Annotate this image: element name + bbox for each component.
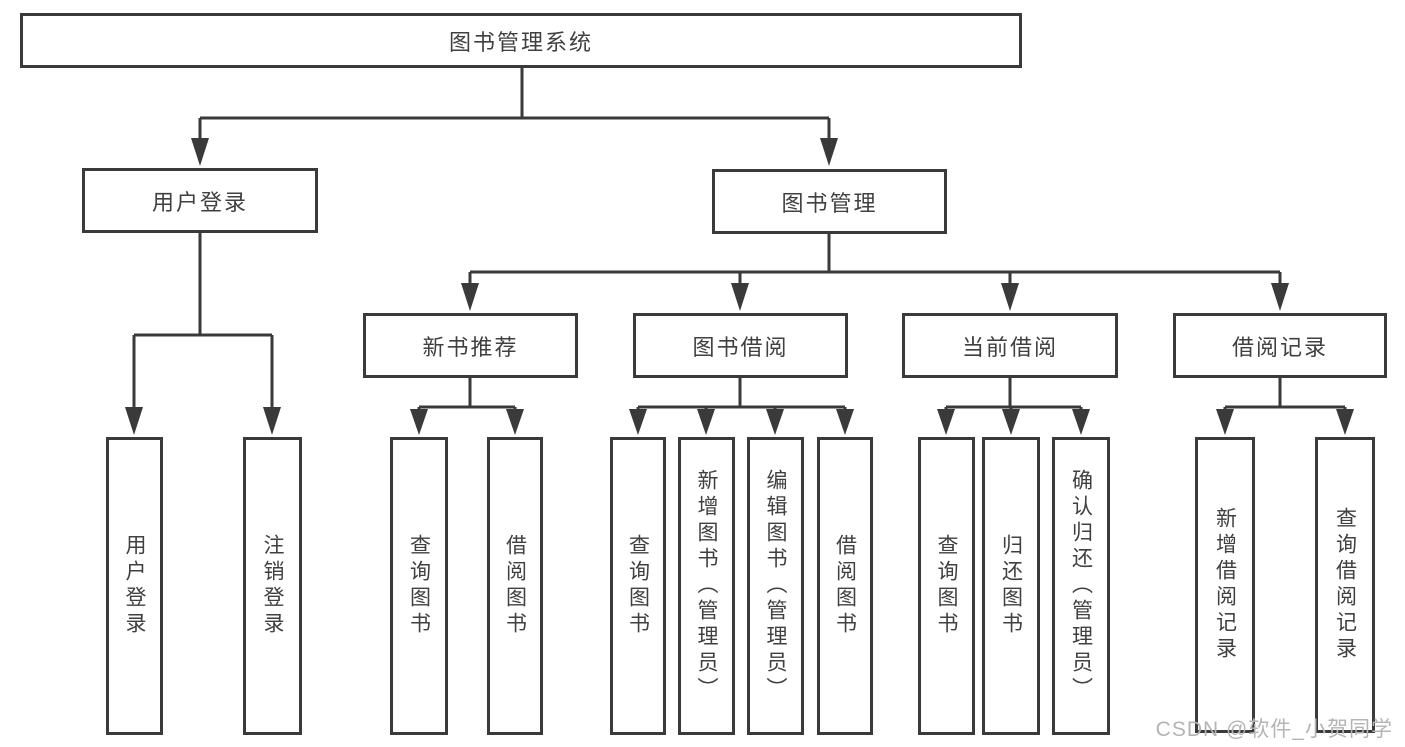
connector-records-to-leaves — [1216, 378, 1354, 435]
node-current-borrow: 当前借阅 — [902, 313, 1118, 378]
leaf-newbooks-borrow-book: 借阅图书 — [487, 437, 543, 735]
leaf-borrow-query-book: 查询图书 — [610, 437, 666, 735]
leaf-current-confirm-return-admin: 确认归还（管理员） — [1052, 437, 1110, 735]
node-root: 图书管理系统 — [20, 13, 1022, 68]
connector-login-to-leaves — [125, 233, 281, 435]
leaf-borrow-add-book-admin: 新增图书（管理员） — [678, 437, 735, 735]
node-user-login: 用户登录 — [82, 168, 318, 233]
node-borrow-records: 借阅记录 — [1173, 313, 1387, 378]
connector-root-to-level2 — [191, 68, 838, 166]
node-new-book-recommend: 新书推荐 — [363, 313, 578, 378]
node-book-borrow: 图书借阅 — [633, 313, 848, 378]
leaf-current-return-book: 归还图书 — [982, 437, 1040, 735]
leaf-logout: 注销登录 — [243, 437, 302, 735]
node-book-management: 图书管理 — [712, 169, 947, 234]
connector-borrow-to-leaves — [629, 378, 854, 435]
watermark: CSDN @软件_小贺同学 — [1155, 718, 1393, 741]
connector-current-to-leaves — [937, 378, 1090, 435]
leaf-current-query-book: 查询图书 — [918, 437, 975, 735]
connector-bookmgmt-to-level3 — [461, 234, 1289, 311]
leaf-borrow-borrow-book: 借阅图书 — [817, 437, 873, 735]
leaf-user-login: 用户登录 — [106, 437, 163, 735]
leaf-newbooks-query-book: 查询图书 — [390, 437, 448, 735]
leaf-records-query-record: 查询借阅记录 — [1315, 437, 1375, 733]
connector-newbooks-to-leaves — [410, 378, 524, 435]
leaf-borrow-edit-book-admin: 编辑图书（管理员） — [747, 437, 804, 735]
leaf-records-add-record: 新增借阅记录 — [1195, 437, 1255, 733]
